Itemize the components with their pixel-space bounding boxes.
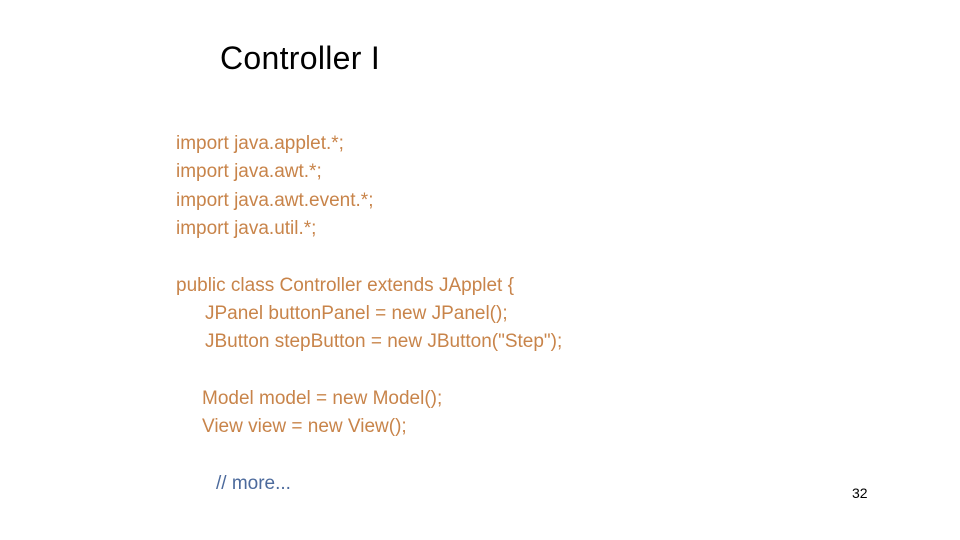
- code-line: Model model = new Model();: [202, 387, 443, 409]
- code-line: import java.awt.event.*;: [176, 189, 374, 211]
- code-line: import java.awt.*;: [176, 161, 322, 183]
- code-line: JPanel buttonPanel = new JPanel();: [205, 303, 508, 325]
- code-line: public class Controller extends JApplet …: [176, 274, 514, 296]
- code-line: JButton stepButton = new JButton("Step")…: [205, 331, 563, 353]
- code-line: // more...: [216, 472, 291, 494]
- code-blank-line: [176, 442, 816, 470]
- code-block: import java.applet.*; import java.awt.*; i…: [176, 130, 816, 498]
- code-line: import java.applet.*;: [176, 133, 344, 154]
- page-number: 32: [852, 485, 868, 501]
- code-line: import java.util.*;: [176, 218, 317, 240]
- code-line: View view = new View();: [202, 416, 407, 438]
- code-blank-line: [176, 244, 816, 272]
- code-blank-line: [176, 357, 816, 385]
- page-title: Controller I: [220, 40, 381, 76]
